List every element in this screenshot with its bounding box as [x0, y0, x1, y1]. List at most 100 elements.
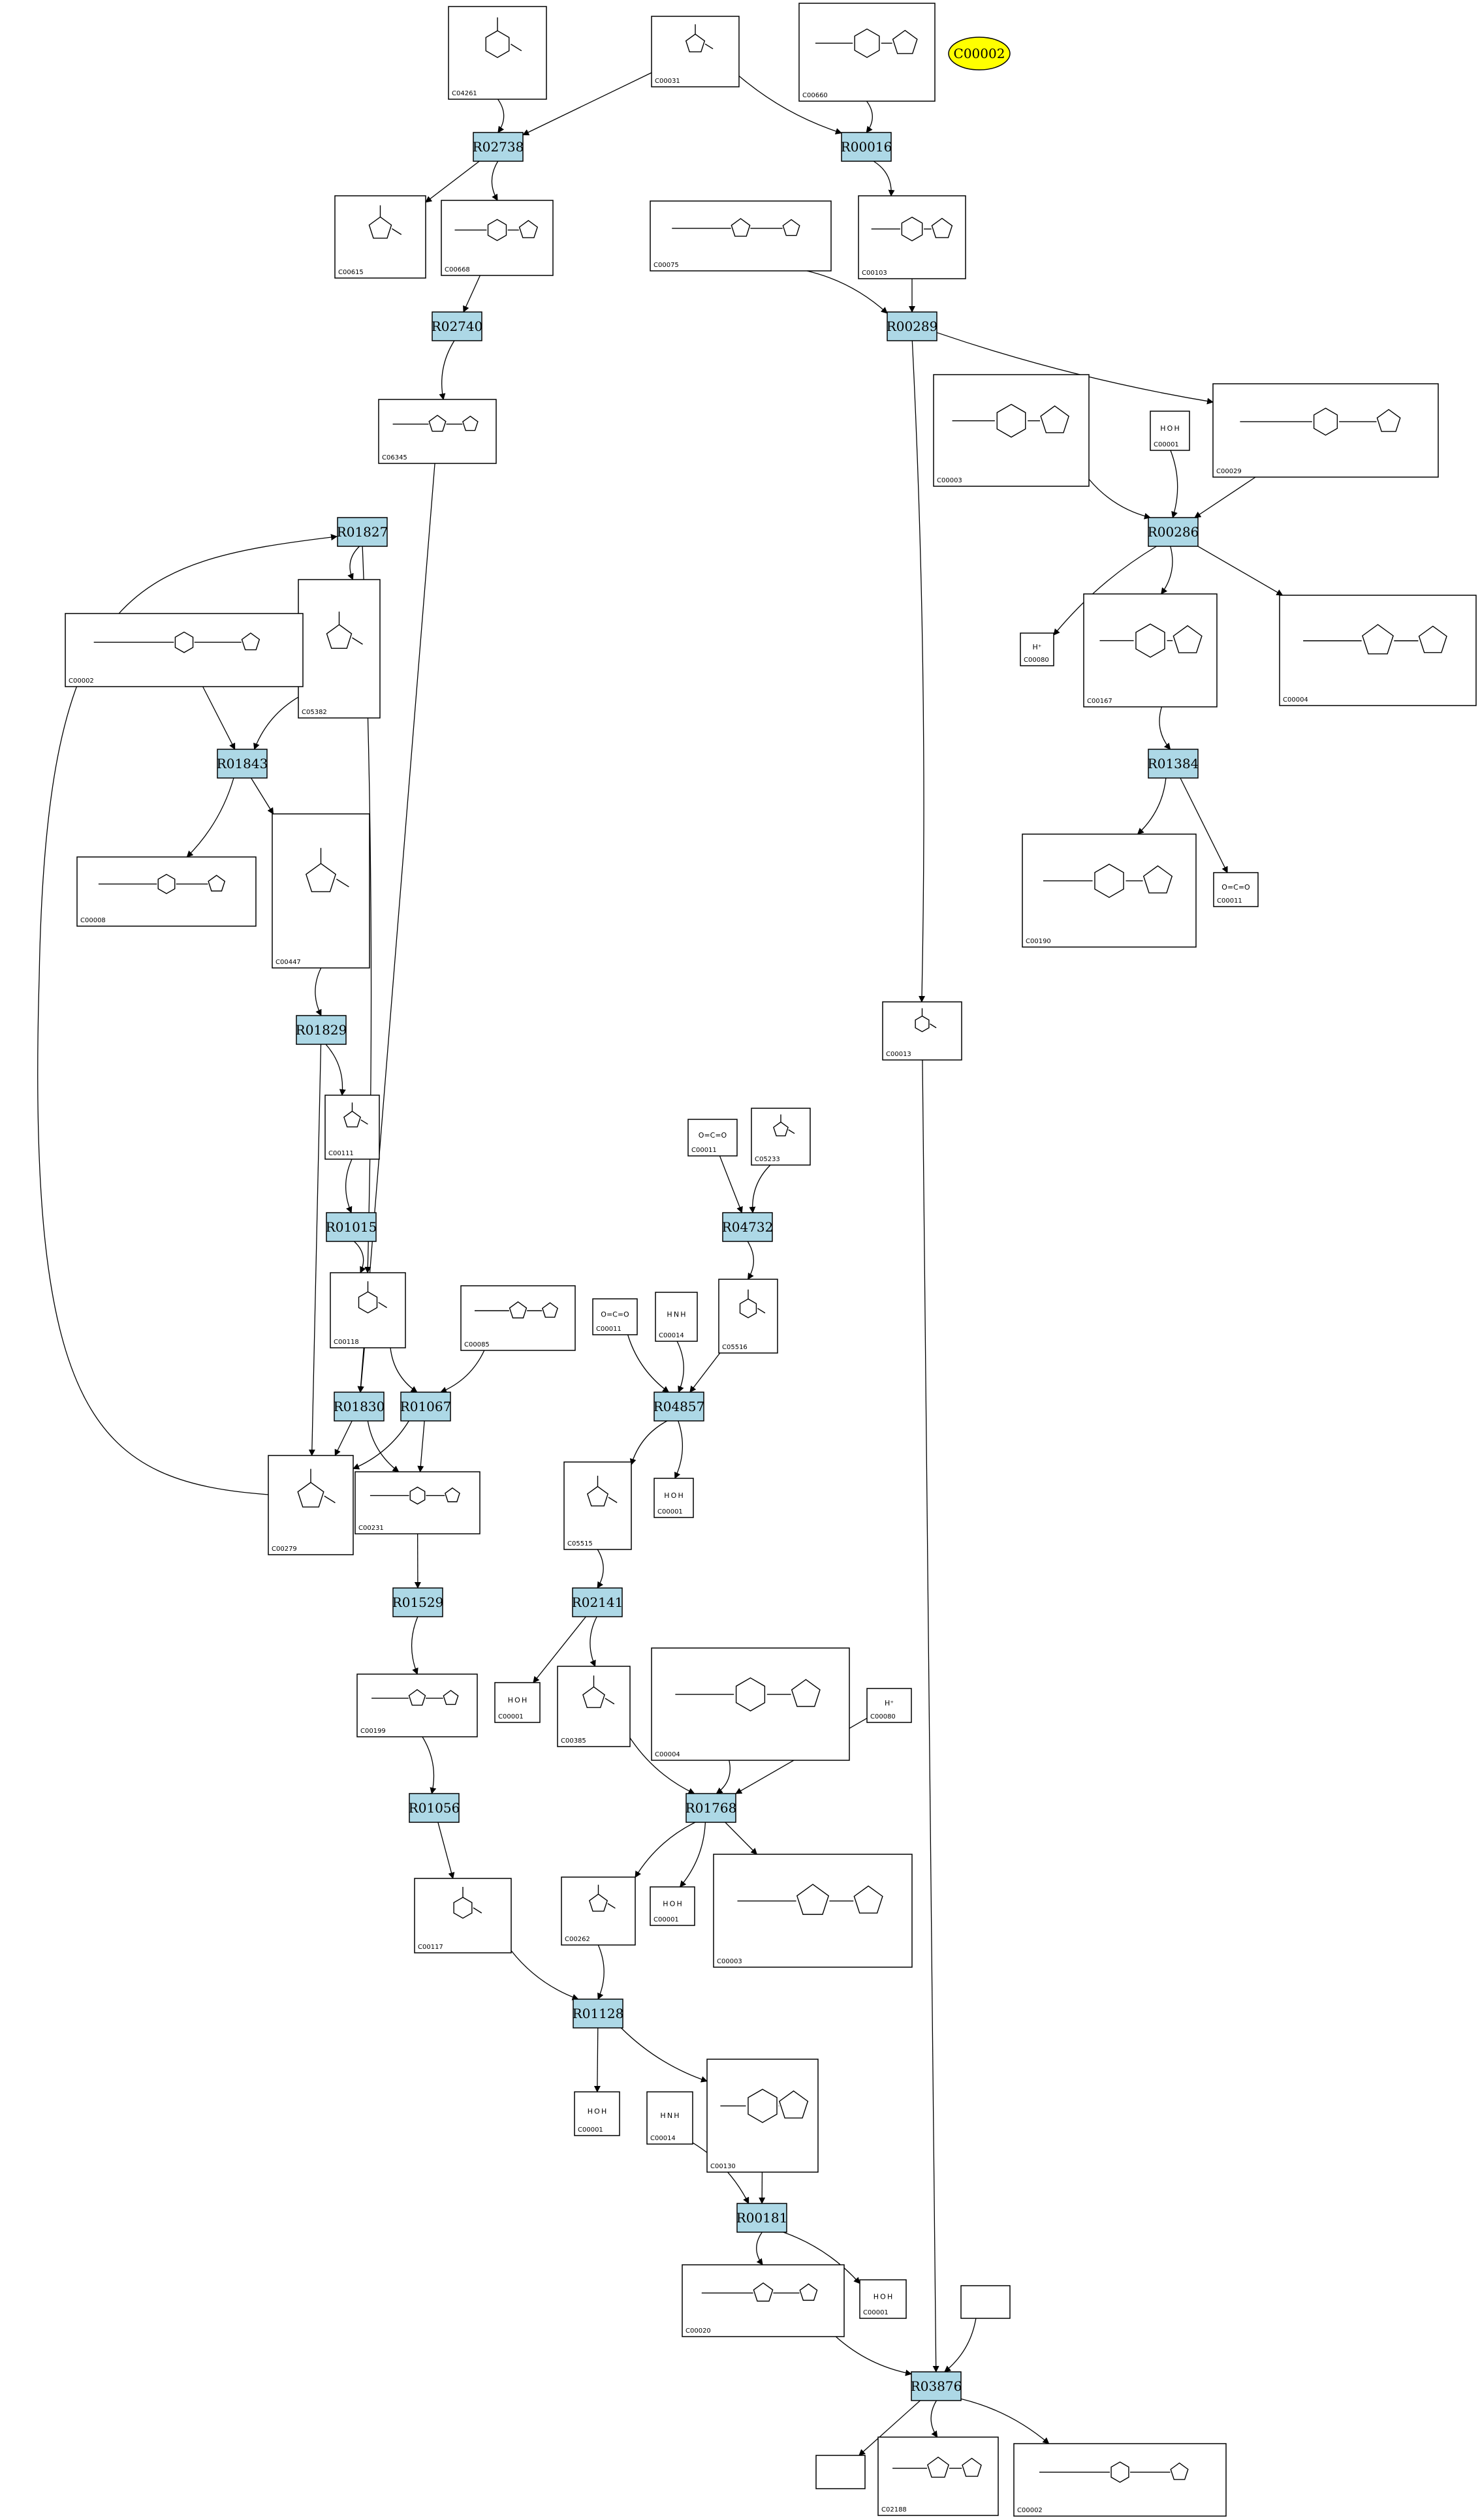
- reaction-node-r01056[interactable]: R01056: [409, 1793, 460, 1823]
- reaction-node-r01015[interactable]: R01015: [326, 1212, 377, 1242]
- chain-bond: [757, 1307, 766, 1314]
- ring-bond: [241, 632, 260, 651]
- compound-node-c00075[interactable]: C00075: [650, 200, 832, 272]
- compound-node-blank2[interactable]: [815, 2455, 866, 2489]
- compound-node-c05516[interactable]: C05516: [718, 1279, 778, 1354]
- compound-node-c04261[interactable]: C04261: [448, 6, 547, 100]
- compound-node-c00080b[interactable]: H⁺C00080: [866, 1688, 912, 1723]
- ring-bond: [685, 33, 706, 53]
- compound-node-c00029[interactable]: C00029: [1212, 383, 1439, 478]
- compound-node-c05382[interactable]: C05382: [298, 579, 381, 719]
- compound-node-c00660a[interactable]: C00660: [798, 3, 936, 102]
- ring-bond: [453, 1897, 473, 1919]
- ring-bond: [509, 1301, 527, 1318]
- reaction-box: [432, 311, 482, 341]
- compound-node-c00199[interactable]: C00199: [356, 1673, 478, 1737]
- reaction-node-r00289[interactable]: R00289: [887, 311, 938, 341]
- reaction-box: [1148, 749, 1199, 779]
- reaction-node-r01128[interactable]: R01128: [573, 1999, 624, 2029]
- reaction-node-r01529[interactable]: R01529: [392, 1587, 444, 1617]
- reaction-node-r02738[interactable]: R02738: [473, 132, 524, 162]
- compound-node-c00002a[interactable]: C00002: [65, 613, 304, 687]
- reaction-edge: [922, 1059, 939, 2372]
- compound-node-c00085[interactable]: C00085: [460, 1285, 576, 1351]
- reaction-node-r01067[interactable]: R01067: [400, 1392, 452, 1422]
- compound-node-c00615[interactable]: C00615: [334, 195, 426, 279]
- compound-node-c00167[interactable]: C00167: [1083, 593, 1218, 708]
- reaction-node-r01829[interactable]: R01829: [296, 1015, 347, 1045]
- reaction-edge: [873, 161, 895, 196]
- compound-node-c00262[interactable]: C00262: [561, 1876, 636, 1946]
- compound-id: C00001: [863, 2309, 889, 2316]
- compound-node-c00118[interactable]: C00118: [330, 1272, 406, 1348]
- compound-node-c00130[interactable]: C00130: [706, 2059, 819, 2173]
- reaction-label: R01015: [326, 1219, 377, 1235]
- compound-node-c00279[interactable]: C00279: [268, 1455, 354, 1555]
- reaction-node-r00286[interactable]: R00286: [1148, 517, 1199, 547]
- reaction-edge: [425, 161, 480, 203]
- reaction-node-r02141[interactable]: R02141: [572, 1587, 623, 1617]
- reaction-edge: [674, 1420, 684, 1479]
- compound-node-c00003b[interactable]: C00003: [713, 1854, 913, 1968]
- compound-node-c00031[interactable]: C00031: [651, 16, 740, 87]
- reaction-edge: [202, 686, 236, 750]
- compound-node-c00447[interactable]: C00447: [272, 813, 370, 969]
- ring-bond: [1376, 409, 1401, 432]
- reaction-node-r01843[interactable]: R01843: [217, 749, 268, 779]
- reaction-node-r01830[interactable]: R01830: [334, 1392, 385, 1422]
- compound-node-c05233[interactable]: C05233: [751, 1108, 811, 1166]
- compound-node-c00004a[interactable]: C00004: [1279, 595, 1477, 706]
- ring-bond: [297, 1482, 324, 1508]
- compound-node-c00668[interactable]: C00668: [441, 200, 554, 276]
- compound-id: C00660: [802, 92, 828, 99]
- compound-node-c00111[interactable]: C00111: [324, 1095, 380, 1160]
- reaction-node-r01768[interactable]: R01768: [685, 1793, 737, 1823]
- compound-node-c00385[interactable]: C00385: [557, 1666, 631, 1747]
- ring-bond: [428, 414, 447, 432]
- reaction-node-r02740[interactable]: R02740: [432, 311, 483, 341]
- compound-node-c05515[interactable]: C05515: [563, 1461, 632, 1550]
- compound-node-c00003a[interactable]: C00003: [933, 374, 1090, 487]
- compound-node-c06345[interactable]: C06345: [378, 399, 497, 464]
- compound-id: C00117: [418, 1944, 443, 1951]
- compound-node-c00004b[interactable]: C00004: [651, 1647, 850, 1761]
- reaction-node-r03876[interactable]: R03876: [911, 2371, 962, 2401]
- compound-id: C00080: [870, 1713, 896, 1720]
- reaction-node-r01827[interactable]: R01827: [337, 517, 388, 547]
- compound-box: [798, 3, 936, 102]
- chain-bond: [336, 879, 349, 888]
- compound-node-blank1[interactable]: [960, 2285, 1011, 2319]
- compound-node-c00231[interactable]: C00231: [354, 1471, 480, 1534]
- reaction-edge: [627, 1334, 670, 1393]
- compound-node-c02188[interactable]: C02188: [877, 2436, 999, 2516]
- compound-node-c00117[interactable]: C00117: [414, 1878, 512, 1953]
- reaction-node-r04732[interactable]: R04732: [722, 1212, 774, 1242]
- reaction-node-r00181[interactable]: R00181: [736, 2203, 788, 2233]
- reaction-node-r04857[interactable]: R04857: [653, 1392, 705, 1422]
- compound-node-c00002b[interactable]: C00002: [1013, 2443, 1227, 2517]
- ring-bond: [739, 1298, 757, 1318]
- reaction-node-r01384[interactable]: R01384: [1148, 749, 1199, 779]
- compound-node-c00013[interactable]: C00013: [882, 1001, 962, 1061]
- compound-node-c00103[interactable]: C00103: [858, 195, 966, 279]
- reaction-edge: [629, 1420, 668, 1466]
- reaction-label: R00289: [887, 319, 938, 334]
- compound-node-c00008[interactable]: C00008: [76, 856, 257, 927]
- ring-bond: [996, 403, 1026, 438]
- reaction-node-r00016[interactable]: R00016: [841, 132, 892, 162]
- compound-node-c00190[interactable]: C00190: [1022, 833, 1197, 948]
- compound-node-c00080a[interactable]: H⁺C00080: [1020, 632, 1054, 666]
- highlight-compound-oval[interactable]: C00002: [948, 37, 1011, 70]
- compound-node-c00020[interactable]: C00020: [682, 2264, 845, 2337]
